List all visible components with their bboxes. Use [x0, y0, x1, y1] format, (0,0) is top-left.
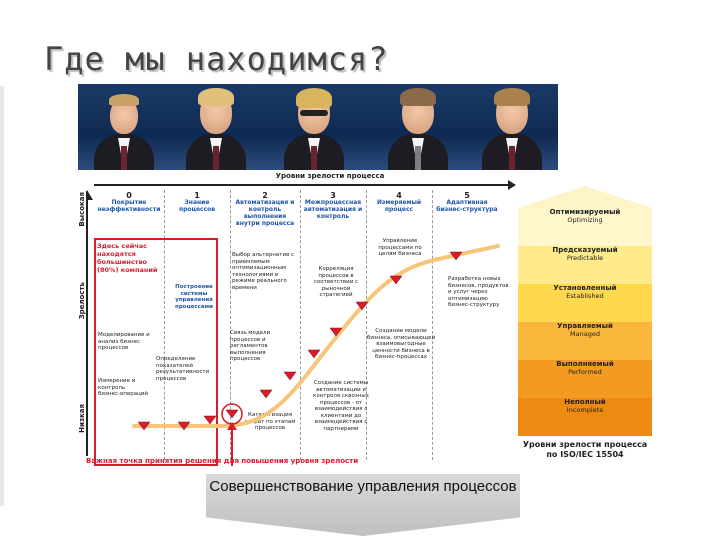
milestone-marker — [355, 301, 369, 311]
milestone-marker — [177, 421, 191, 431]
maturity-curve — [132, 244, 500, 466]
note-correlation: Корреляция процессов в соответствии с ры… — [313, 266, 359, 298]
note-model-link: Связь модели процессов и регламентов вып… — [230, 330, 271, 362]
improvement-banner-text: Совершенствование управления процессов — [209, 478, 517, 495]
axis-label-maturity: Зрелость — [78, 282, 86, 320]
maturity-diagram: Высокая Зрелость Низкая Уровни зрелости … — [78, 172, 516, 466]
note-process-management: Построение системы управления процессами — [175, 284, 213, 310]
pyramid-shape — [518, 186, 652, 436]
axis-label-low: Низкая — [78, 404, 86, 433]
column-divider — [366, 190, 367, 460]
levels-arrow — [94, 180, 516, 190]
milestone-marker — [389, 275, 403, 285]
milestone-marker — [449, 251, 463, 261]
note-modeling: Моделирование и анализ бизнес процессов — [98, 332, 150, 351]
column-divider — [300, 190, 301, 460]
milestone-marker — [283, 371, 297, 381]
decision-point-caption: Важная точка принятия решения для повыше… — [86, 457, 359, 465]
milestone-marker — [329, 327, 343, 337]
maturity-axis — [80, 190, 94, 460]
note-alternatives: Выбор альтернатив с приемлемым оптимизац… — [232, 252, 295, 291]
column-divider — [164, 190, 165, 460]
note-measurement: Измерение и контроль бизнес-операций — [98, 378, 148, 397]
note-cross-process: Создание системы автоматизации и контрол… — [313, 380, 369, 432]
note-new-business: Разработка новых бизнесов, продуктов и у… — [448, 276, 509, 308]
milestone-marker — [137, 421, 151, 431]
note-business-model: Создание модели бизнеса, описывающей вза… — [366, 328, 436, 360]
current-position-note: Здесь сейчас находятся большинство (80%)… — [97, 242, 158, 274]
column-divider — [230, 190, 231, 460]
portrait-child — [94, 86, 154, 170]
milestone-marker — [203, 415, 217, 425]
milestone-marker — [225, 409, 239, 419]
note-goal-management: Управление процессами по целям бизнеса — [378, 238, 422, 257]
slide-title: Где мы находимся? — [44, 40, 389, 78]
note-cost-catalog: Каталогизация затрат по этапам процессов — [244, 412, 296, 431]
portrait-man — [388, 86, 448, 170]
milestone-marker — [307, 349, 321, 359]
slide-edge-decoration — [0, 86, 4, 506]
column-divider — [432, 190, 433, 460]
levels-header: Уровни зрелости процесса — [275, 172, 385, 180]
portrait-young-man — [284, 86, 344, 170]
portrait-mature-man — [482, 86, 542, 170]
iso-standard-caption: Уровни зрелости процесса по ISO/IEC 1550… — [522, 440, 648, 459]
axis-label-high: Высокая — [78, 192, 86, 227]
portrait-teen — [186, 86, 246, 170]
photo-strip — [78, 84, 558, 170]
milestone-marker — [259, 389, 273, 399]
current-position-box — [94, 238, 218, 466]
note-kpi: Определение показателей результативности… — [156, 356, 210, 382]
